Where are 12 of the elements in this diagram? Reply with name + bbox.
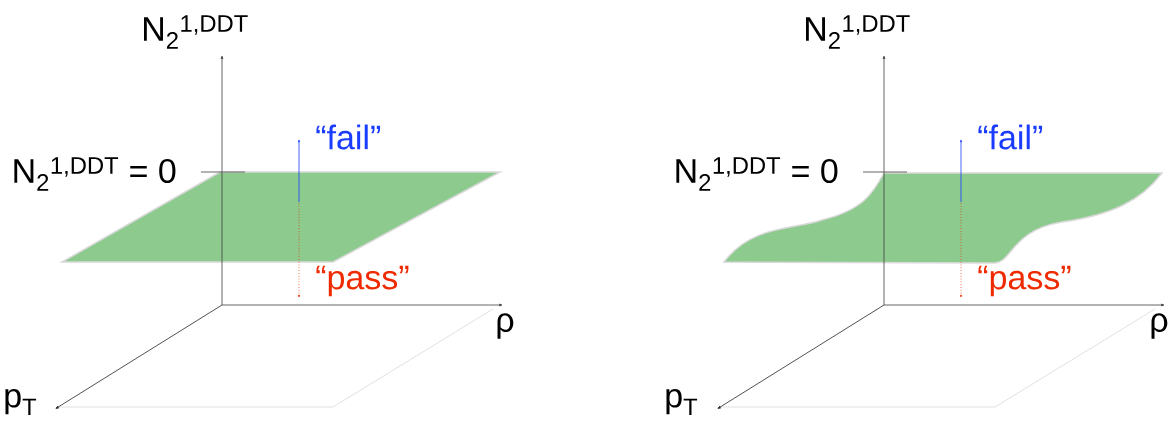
axis-label: p$_{T}$: [666, 388, 698, 416]
plane-label: N$_{2}$$^{1,DDT}$ = 0: [676, 157, 838, 191]
axis-label: p$_{T}$: [5, 388, 37, 416]
outcome-label: “fail”: [316, 124, 381, 150]
axis-label: N$_{2}$1,DDT: [806, 15, 910, 49]
outcome-label: “pass”: [978, 265, 1071, 297]
outcome-label: “pass”: [316, 265, 409, 297]
axis-label: ρ: [1151, 313, 1168, 339]
axis-label: N$_{2}$1,DDT: [144, 15, 248, 49]
plane-label: N$_{2}$$^{1,DDT}$ = 0: [14, 157, 176, 191]
axis-label: ρ: [497, 313, 514, 339]
outcome-label: “fail”: [978, 124, 1043, 150]
